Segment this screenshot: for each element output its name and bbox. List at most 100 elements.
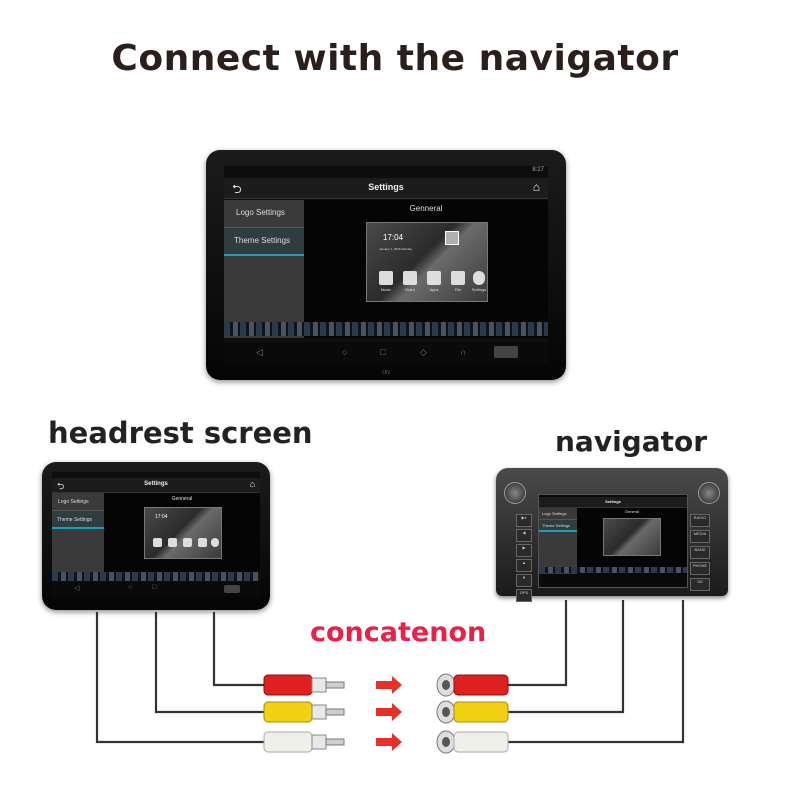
- nav-back-icon[interactable]: ◁: [74, 585, 80, 592]
- settings-sidebar: Logo Settings Theme Settings: [52, 493, 104, 581]
- nav-menu-icon[interactable]: [494, 346, 518, 358]
- tune-knob-icon[interactable]: [698, 482, 720, 504]
- nav-volume-icon[interactable]: ◇: [420, 347, 427, 357]
- nav-home-icon[interactable]: ○: [128, 584, 133, 591]
- page-title: Connect with the navigator: [111, 38, 679, 79]
- music-app-icon: [153, 538, 162, 547]
- settings-content: Genneral 17:04 January 1, 2016 Monday Mu…: [304, 200, 548, 338]
- head-unit-button[interactable]: GPS: [516, 589, 532, 602]
- female-plug-yellow: [436, 700, 509, 724]
- volume-knob-icon[interactable]: [504, 482, 526, 504]
- theme-thumbnail-strip[interactable]: [52, 572, 260, 581]
- preview-time: 17:04: [155, 514, 168, 520]
- nav-headphone-icon[interactable]: ∩: [460, 347, 467, 357]
- male-plug-red: [263, 674, 345, 696]
- female-plug-red: [436, 673, 509, 697]
- wire-yellow-right: [508, 600, 625, 714]
- home-icon[interactable]: ⌂: [249, 479, 255, 489]
- sidebar-item-theme-settings[interactable]: Theme Settings: [539, 520, 577, 532]
- nav-back-icon[interactable]: ◁: [256, 347, 263, 357]
- status-bar: 8:27: [224, 166, 548, 180]
- android-nav-bar: ◁ ○ □ ◇ ∩: [224, 342, 548, 364]
- headrest-screen-label: headrest screen: [48, 416, 313, 450]
- navigator-head-unit: ▶⏸ ◀ ▶ ▲ ▼ GPS RADIO MEDIA BAND PHONE SD…: [496, 468, 728, 602]
- music-widget-icon: [445, 231, 459, 245]
- file-app-icon: [451, 271, 465, 285]
- bezel-mark: ON: [382, 370, 390, 376]
- headrest-tablet-small: ⮌ Settings ⌂ Logo Settings Theme Setting…: [42, 462, 270, 610]
- section-title: Genneral: [409, 204, 443, 213]
- settings-title: Settings: [605, 499, 621, 504]
- theme-thumbnail-strip[interactable]: [224, 322, 548, 336]
- head-unit-button[interactable]: RADIO: [690, 514, 710, 527]
- section-title: General: [624, 509, 640, 514]
- head-unit-button[interactable]: SD: [690, 578, 710, 591]
- sidebar-item-theme-settings[interactable]: Theme Settings: [52, 511, 104, 529]
- head-unit-button[interactable]: ▲: [516, 559, 532, 572]
- tablet-screen: ⮌ Settings ⌂ Logo Settings Theme Setting…: [52, 472, 260, 596]
- head-unit-button[interactable]: ▶⏸: [516, 514, 532, 527]
- video-app-icon: [168, 538, 177, 547]
- nav-recent-icon[interactable]: □: [380, 347, 386, 357]
- sidebar-item-logo-settings[interactable]: Logo Settings: [52, 493, 104, 511]
- head-unit-button[interactable]: MEDIA: [690, 530, 710, 543]
- nav-recent-icon[interactable]: □: [152, 584, 157, 591]
- theme-preview[interactable]: 17:04 January 1, 2016 Monday Music Video…: [366, 222, 488, 302]
- right-button-column: RADIO MEDIA BAND PHONE SD: [690, 514, 710, 591]
- settings-header: ⮌ Settings ⌂: [52, 478, 260, 493]
- video-app-icon: [403, 271, 417, 285]
- head-unit-button[interactable]: ◀: [516, 529, 532, 542]
- settings-sidebar: Logo Settings Theme Settings: [224, 200, 304, 338]
- app-label-apps: Apps: [429, 287, 439, 292]
- left-button-column: ▶⏸ ◀ ▶ ▲ ▼ GPS: [516, 514, 532, 602]
- settings-app-icon: [473, 271, 485, 285]
- music-app-icon: [379, 271, 393, 285]
- wire-red-right: [508, 600, 568, 687]
- app-label-music: Music: [380, 287, 392, 292]
- sidebar-item-logo-settings[interactable]: Logo Settings: [224, 200, 304, 228]
- head-unit-button[interactable]: BAND: [690, 546, 710, 559]
- android-nav-bar: [539, 575, 687, 587]
- head-unit-button[interactable]: ▼: [516, 574, 532, 587]
- status-time: 8:27: [532, 167, 544, 173]
- nav-home-icon[interactable]: ○: [342, 347, 348, 357]
- arrow-icon: [376, 703, 402, 721]
- android-nav-bar: ◁ ○ □: [52, 582, 260, 596]
- settings-title: Settings: [368, 182, 404, 192]
- connection-label: concatenon: [310, 617, 487, 648]
- theme-preview[interactable]: 17:04: [144, 507, 222, 559]
- wire-white-left: [95, 612, 270, 744]
- male-plug-white: [263, 731, 345, 753]
- file-app-icon: [198, 538, 207, 547]
- sidebar-item-logo-settings[interactable]: Logo Settings: [539, 508, 577, 520]
- settings-header: ⮌ Settings ⌂: [224, 178, 548, 199]
- arrow-icon: [376, 733, 402, 751]
- settings-content: General: [577, 508, 687, 574]
- cable-wires: [95, 600, 685, 744]
- arrow-icon: [376, 676, 402, 694]
- connection-arrows: [376, 676, 402, 751]
- head-unit-screen: Settings Logo Settings Theme Settings Ge…: [538, 494, 688, 588]
- navigator-label: navigator: [555, 425, 708, 458]
- theme-preview[interactable]: [603, 518, 661, 556]
- section-title: Genneral: [171, 496, 193, 502]
- tablet-screen: 8:27 ⮌ Settings ⌂ Logo Settings Theme Se…: [224, 166, 548, 364]
- sidebar-item-theme-settings[interactable]: Theme Settings: [224, 228, 304, 256]
- nav-menu-icon[interactable]: [224, 585, 240, 593]
- male-plug-yellow: [263, 701, 345, 723]
- settings-title: Settings: [144, 481, 168, 487]
- head-unit-button[interactable]: PHONE: [690, 562, 710, 575]
- back-icon[interactable]: ⮌: [57, 481, 65, 491]
- female-plug-white: [436, 730, 509, 754]
- home-icon[interactable]: ⌂: [532, 180, 540, 194]
- theme-thumbnail-strip[interactable]: [539, 567, 687, 573]
- app-label-settings: Settings: [471, 287, 487, 292]
- preview-time: 17:04: [383, 233, 404, 242]
- settings-sidebar: Logo Settings Theme Settings: [539, 508, 577, 574]
- wire-white-right: [508, 600, 685, 744]
- head-unit-button[interactable]: ▶: [516, 544, 532, 557]
- back-icon[interactable]: ⮌: [232, 182, 242, 196]
- apps-app-icon: [427, 271, 441, 285]
- wire-red-left: [212, 612, 270, 687]
